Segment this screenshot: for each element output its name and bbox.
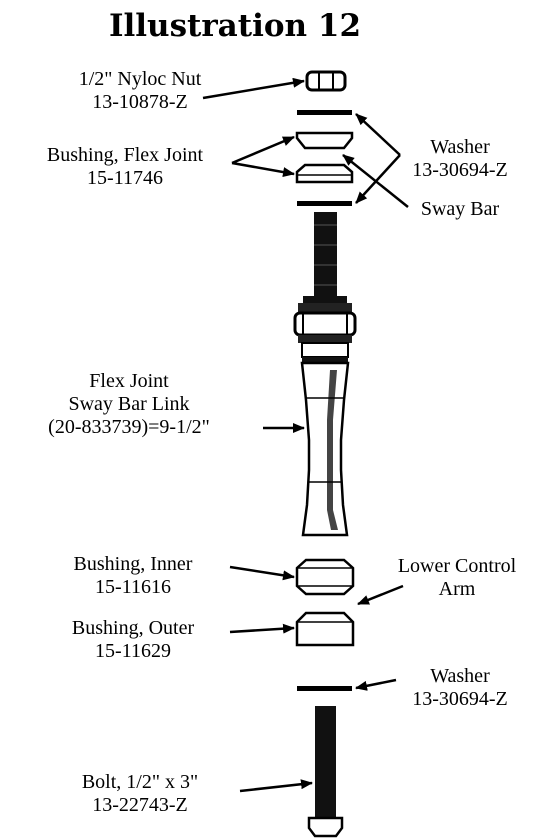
label-bushing-flex-joint-part-number: 15-11746 <box>87 167 163 189</box>
illustration-title: Illustration 12 <box>108 8 362 44</box>
arrow-bolt <box>239 779 313 793</box>
label-nyloc-nut: 1/2" Nyloc Nut 13-10878-Z <box>30 68 250 114</box>
label-bolt-name: Bolt, 1/2" x 3" <box>81 771 199 793</box>
label-flex-joint-line-3: (20-833739)=9-1/2" <box>48 416 210 438</box>
label-sway-bar: Sway Bar <box>400 198 520 221</box>
label-washer-bottom-name: Washer <box>430 665 490 687</box>
bolt-part <box>307 706 344 838</box>
label-flex-joint-link: Flex Joint Sway Bar Link (20-833739)=9-1… <box>4 370 254 439</box>
label-bolt-part-number: 13-22743-Z <box>92 794 188 816</box>
label-bushing-outer-part-number: 15-11629 <box>95 640 171 662</box>
label-flex-joint-line-2: Sway Bar Link <box>68 393 190 415</box>
label-sway-bar-name: Sway Bar <box>420 198 500 220</box>
label-bushing-flex-joint: Bushing, Flex Joint 15-11746 <box>10 144 240 190</box>
arrow-sway-bar <box>342 154 409 208</box>
nyloc-nut-part <box>305 70 347 92</box>
label-bushing-inner-name: Bushing, Inner <box>73 553 193 575</box>
label-washer-top-name: Washer <box>430 136 490 158</box>
bushing-flex-upper-part <box>295 131 354 150</box>
arrow-lower-control-arm <box>357 584 404 606</box>
label-flex-joint-line-1: Flex Joint <box>89 370 169 392</box>
label-washer-top: Washer 13-30694-Z <box>385 136 535 182</box>
threaded-stud-part <box>314 212 337 296</box>
arrow-bushing-inner <box>229 565 295 581</box>
label-lower-control-arm: Lower Control Arm <box>382 555 532 601</box>
arrow-washer-bottom <box>355 678 397 691</box>
arrow-nyloc-nut <box>202 77 305 100</box>
label-lower-control-arm-line-1: Lower Control <box>397 555 517 577</box>
label-bushing-inner-part-number: 15-11616 <box>95 576 171 598</box>
label-bushing-inner: Bushing, Inner 15-11616 <box>28 553 238 599</box>
arrow-washer-top-2 <box>355 154 401 204</box>
arrow-bushing-flex-lower <box>231 161 295 178</box>
label-washer-bottom-part-number: 13-30694-Z <box>412 688 508 710</box>
label-nyloc-nut-name: 1/2" Nyloc Nut <box>78 68 202 90</box>
label-bushing-outer: Bushing, Outer 15-11629 <box>28 617 238 663</box>
arrow-bushing-outer <box>229 623 295 634</box>
label-lower-control-arm-line-2: Arm <box>438 578 476 600</box>
washer-bottom-part <box>297 686 352 691</box>
label-nyloc-nut-part-number: 13-10878-Z <box>92 91 188 113</box>
link-head-part <box>293 296 357 363</box>
label-washer-top-part-number: 13-30694-Z <box>412 159 508 181</box>
label-bushing-flex-joint-name: Bushing, Flex Joint <box>46 144 204 166</box>
bushing-flex-lower-part <box>295 163 354 184</box>
label-bolt: Bolt, 1/2" x 3" 13-22743-Z <box>40 771 240 817</box>
link-body-part <box>300 361 350 537</box>
bushing-outer-part <box>295 611 355 647</box>
washer-mid-part <box>297 201 352 206</box>
label-bushing-outer-name: Bushing, Outer <box>71 617 195 639</box>
bushing-inner-part <box>295 558 355 596</box>
washer-top-part <box>297 110 352 115</box>
arrow-bushing-flex-upper <box>231 135 295 165</box>
arrow-washer-top-1 <box>355 113 401 156</box>
label-washer-bottom: Washer 13-30694-Z <box>390 665 530 711</box>
